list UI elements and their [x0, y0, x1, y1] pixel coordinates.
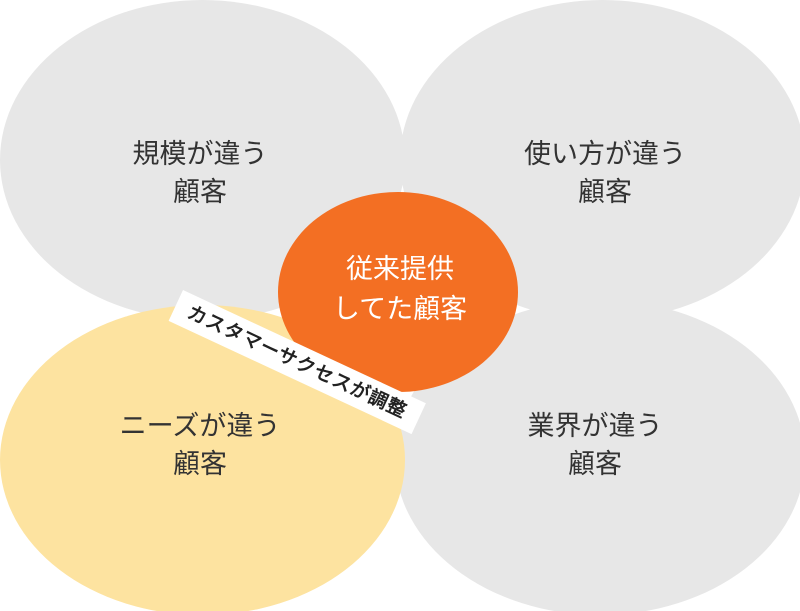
top-right-line1: 使い方が違う — [524, 139, 686, 170]
bottom-left-line2: 顧客 — [173, 449, 227, 480]
bottom-left-line1: ニーズが違う — [119, 411, 281, 442]
center-label: 従来提供 してた顧客 — [300, 250, 500, 330]
center-line2: してた顧客 — [332, 294, 468, 325]
center-line1: 従来提供 — [346, 254, 454, 285]
top-right-label: 使い方が違う 顧客 — [490, 136, 720, 212]
top-left-line1: 規模が違う — [132, 139, 268, 170]
bottom-right-line1: 業界が違う — [527, 411, 663, 442]
top-right-line2: 顧客 — [578, 177, 632, 208]
bottom-right-line2: 顧客 — [568, 449, 622, 480]
top-left-line2: 顧客 — [173, 177, 227, 208]
bottom-left-label: ニーズが違う 顧客 — [85, 408, 315, 484]
top-left-label: 規模が違う 顧客 — [90, 136, 310, 212]
bottom-right-label: 業界が違う 顧客 — [480, 408, 710, 484]
